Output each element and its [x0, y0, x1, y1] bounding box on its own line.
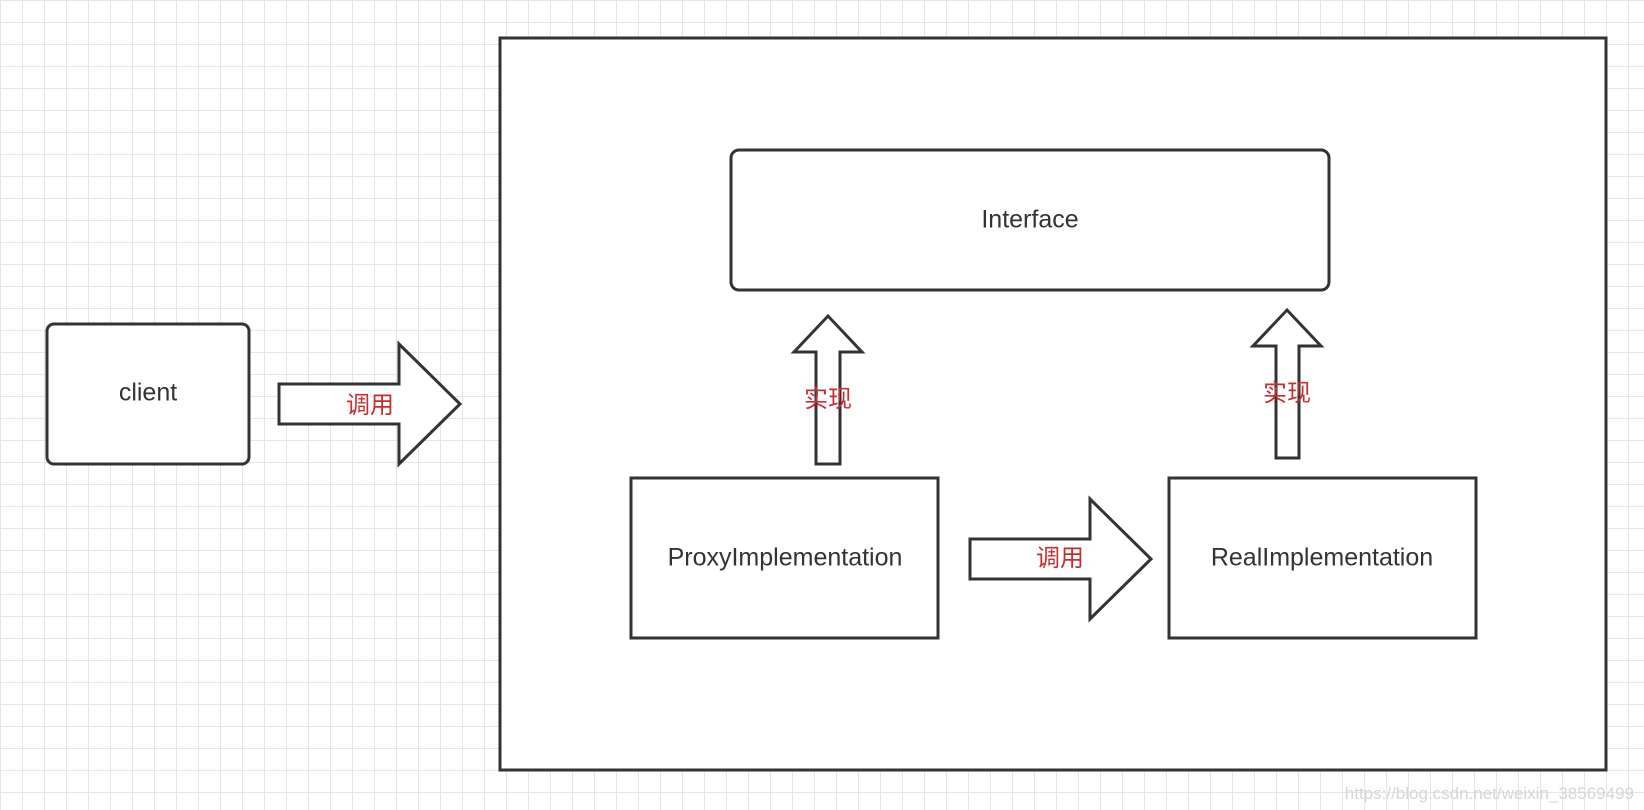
proxy-call-label: 调用 — [1036, 544, 1084, 572]
proxy-implementation-node[interactable]: ProxyImplementation — [629, 476, 940, 640]
client-call-label: 调用 — [346, 391, 394, 419]
interface-node[interactable]: Interface — [729, 148, 1331, 292]
system-container[interactable] — [498, 36, 1608, 772]
proxy-call-arrow[interactable]: 调用 — [968, 495, 1154, 623]
proxy-implements-arrow[interactable]: 实现 — [790, 313, 866, 466]
proxy-implements-label: 实现 — [804, 385, 852, 413]
watermark-text: https://blog.csdn.net/weixin_38569499 — [1344, 784, 1634, 803]
client-call-arrow[interactable]: 调用 — [277, 340, 463, 468]
real-implements-label: 实现 — [1263, 379, 1311, 407]
real-implementation-label: RealImplementation — [1211, 544, 1433, 572]
client-node[interactable]: client — [45, 322, 251, 466]
interface-label: Interface — [981, 206, 1078, 234]
client-label: client — [119, 379, 177, 407]
real-implements-arrow[interactable]: 实现 — [1249, 307, 1325, 460]
proxy-implementation-label: ProxyImplementation — [668, 544, 903, 572]
real-implementation-node[interactable]: RealImplementation — [1167, 476, 1478, 640]
